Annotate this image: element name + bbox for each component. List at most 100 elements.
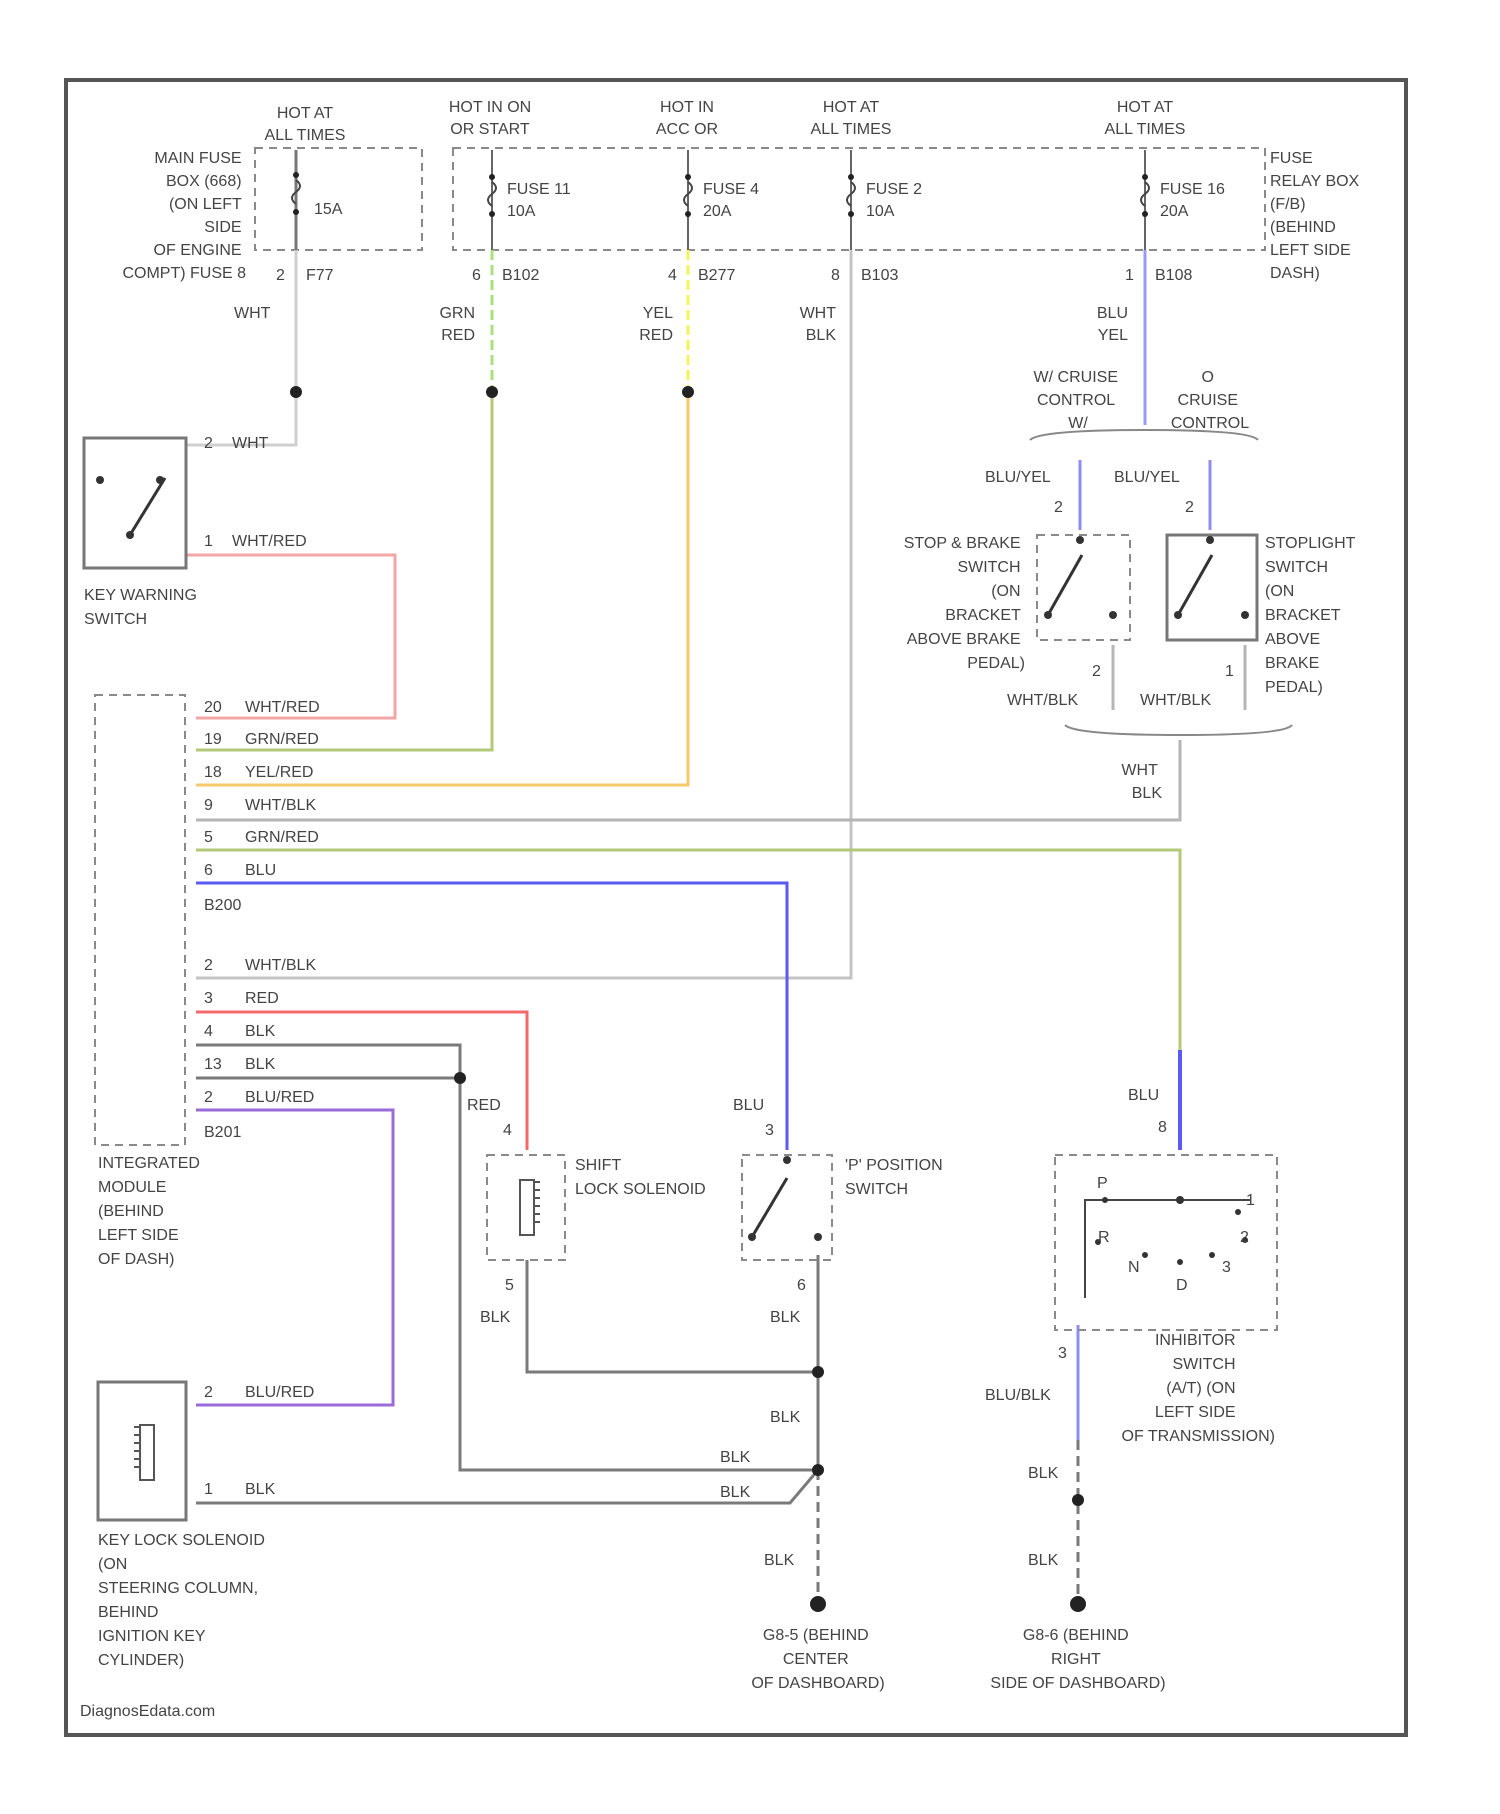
inhibitor-out-pin: 3 xyxy=(1058,1345,1067,1362)
module-pin-bottom-3: 4 xyxy=(204,1023,213,1040)
cruise-bracket-bottom xyxy=(1065,725,1292,735)
stoplight-switch: 2 STOPLIGHT SWITCH (ON BRACKET ABOVE BRA… xyxy=(1140,499,1360,709)
module-wire-bottom-2: RED xyxy=(245,990,279,1007)
module-label: INTEGRATED MODULE (BEHIND LEFT SIDE OF D… xyxy=(98,1155,204,1268)
wire-wht-label: WHT xyxy=(234,305,271,322)
mid-blk-3: BLK xyxy=(720,1484,751,1501)
key-lock-pin1: 1 xyxy=(204,1481,213,1498)
module-pin-bottom-5: 2 xyxy=(204,1089,213,1106)
fuse-16-pin: 1 xyxy=(1125,267,1134,284)
wire-wht-red xyxy=(186,555,395,718)
fuse-11-connector: B102 xyxy=(502,267,539,284)
stop-brake-label: STOP & BRAKE SWITCH (ON BRACKET ABOVE BR… xyxy=(904,535,1025,672)
module-pin-bottom-2: 3 xyxy=(204,990,213,1007)
wire-blk-pin4 xyxy=(196,1045,460,1078)
source-state-5: HOT ATALL TIMES xyxy=(1105,99,1186,138)
shift-lock-solenoid: RED 4 5 BLK SHIFTLOCK SOLENOID xyxy=(467,1097,706,1326)
module-pin-top-5: 5 xyxy=(204,829,213,846)
fuse-11-pin: 6 xyxy=(472,267,481,284)
inhibitor-pos-d: D xyxy=(1176,1277,1188,1294)
fuse-11-name: FUSE 11 xyxy=(507,181,571,198)
module-wire-bottom-5: BLU/RED xyxy=(245,1089,314,1106)
key-lock-pin1-wire: BLK xyxy=(245,1481,276,1498)
watermark: DiagnosEdata.com xyxy=(80,1703,215,1720)
stop-brake-out-wire: WHT/BLK xyxy=(1007,692,1078,709)
inhibitor-in-pin: 8 xyxy=(1158,1119,1167,1136)
fuse-16-connector: B108 xyxy=(1155,267,1192,284)
stoplight-pin-out: 1 xyxy=(1225,663,1234,680)
shift-lock-out-pin: 5 xyxy=(505,1277,514,1294)
mid-blk-2: BLK xyxy=(720,1449,751,1466)
key-lock-pin2-wire: BLU/RED xyxy=(245,1384,314,1401)
inhibitor-pos-n: N xyxy=(1128,1259,1140,1276)
module-pin-bottom-4: 13 xyxy=(204,1056,222,1073)
shift-lock-out-wire: BLK xyxy=(480,1309,511,1326)
module-pin-top-2: 19 xyxy=(204,731,222,748)
fuse-main-pin: 2 xyxy=(276,267,285,284)
key-lock-solenoid: 2 BLU/RED 1 BLK KEY LOCK SOLENOID (ON ST… xyxy=(98,1382,314,1669)
inhibitor-switch: P R N D 3 2 1 BLU 8 3 BLU/BLK BLK BLK IN… xyxy=(985,1087,1277,1569)
module-wire-bottom-4: BLK xyxy=(245,1056,276,1073)
stop-brake-pin-in: 2 xyxy=(1054,499,1063,516)
p-switch-out-pin: 6 xyxy=(797,1277,806,1294)
inhibitor-pos-r: R xyxy=(1098,1229,1110,1246)
inhibitor-pos-3: 3 xyxy=(1222,1259,1231,1276)
key-warning-switch: 2 WHT 1 WHT/RED KEY WARNINGSWITCH xyxy=(84,435,307,628)
stop-brake-switch: 2 STOP & BRAKE SWITCH (ON BRACKET ABOVE … xyxy=(904,499,1130,709)
wire-yel-red-module xyxy=(196,392,688,785)
inhibitor-in-wire: BLU xyxy=(1128,1087,1159,1104)
fuse-2: FUSE 2 10A 8 B103 xyxy=(831,150,922,284)
key-warning-pin1: 1 xyxy=(204,533,213,550)
fuse-11-rating: 10A xyxy=(507,203,536,220)
cruise-without-label: O CRUISE CONTROL xyxy=(1171,369,1249,432)
fuse-4-name: FUSE 4 xyxy=(703,181,759,198)
mid-blk-4: BLK xyxy=(764,1552,795,1569)
module-connector-bottom: B201 xyxy=(204,1124,241,1141)
p-switch-in-pin: 3 xyxy=(765,1122,774,1139)
fuse-relay-box: FUSE RELAY BOX (F/B) (BEHIND LEFT SIDE D… xyxy=(453,148,1364,282)
fuse-4: FUSE 4 20A 4 B277 xyxy=(668,150,759,284)
wire-wht-blk-fuse2 xyxy=(196,250,851,978)
module-wire-top-1: WHT/RED xyxy=(245,699,320,716)
fuse-2-name: FUSE 2 xyxy=(866,181,922,198)
module-pin-top-4: 9 xyxy=(204,797,213,814)
ground-g8-6-label: G8-6 (BEHIND RIGHT SIDE OF DASHBOARD) xyxy=(990,1627,1165,1692)
key-warning-pin2-wire: WHT xyxy=(232,435,269,452)
module-wire-bottom-3: BLK xyxy=(245,1023,276,1040)
fuse-11: FUSE 11 10A 6 B102 xyxy=(472,150,571,284)
key-lock-label: KEY LOCK SOLENOID (ON STEERING COLUMN, B… xyxy=(98,1532,269,1669)
shift-lock-in-pin: 4 xyxy=(503,1122,512,1139)
wire-grn-red-inhibitor xyxy=(196,850,1180,1050)
ground-g8-5-label: G8-5 (BEHIND CENTER OF DASHBOARD) xyxy=(751,1627,884,1692)
source-state-1: HOT ATALL TIMES xyxy=(265,105,346,144)
fuse-main-connector: F77 xyxy=(306,267,334,284)
fuse-16: FUSE 16 20A 1 B108 xyxy=(1125,150,1225,284)
stoplight-label: STOPLIGHT SWITCH (ON BRACKET ABOVE BRAKE… xyxy=(1265,535,1360,696)
stoplight-out-wire: WHT/BLK xyxy=(1140,692,1211,709)
stop-brake-pin-out: 2 xyxy=(1092,663,1101,680)
fuse-4-connector: B277 xyxy=(698,267,735,284)
cruise-merge-wire: WHT BLK xyxy=(1121,762,1162,802)
shift-lock-in-wire: RED xyxy=(467,1097,501,1114)
fuse-16-rating: 20A xyxy=(1160,203,1189,220)
fuse-2-pin: 8 xyxy=(831,267,840,284)
fuse-4-rating: 20A xyxy=(703,203,732,220)
module-pin-top-6: 6 xyxy=(204,862,213,879)
p-switch-out-wire: BLK xyxy=(770,1309,801,1326)
main-fuse-box: MAIN FUSE BOX (668) (ON LEFT SIDE OF ENG… xyxy=(122,148,422,282)
inhibitor-ground-wire-1: BLK xyxy=(1028,1465,1059,1482)
fuse-4-pin: 4 xyxy=(668,267,677,284)
module-pin-top-3: 18 xyxy=(204,764,222,781)
stoplight-pin-in: 2 xyxy=(1185,499,1194,516)
module-wire-top-2: GRN/RED xyxy=(245,731,319,748)
inhibitor-pos-1: 1 xyxy=(1246,1192,1255,1209)
key-lock-pin2: 2 xyxy=(204,1384,213,1401)
